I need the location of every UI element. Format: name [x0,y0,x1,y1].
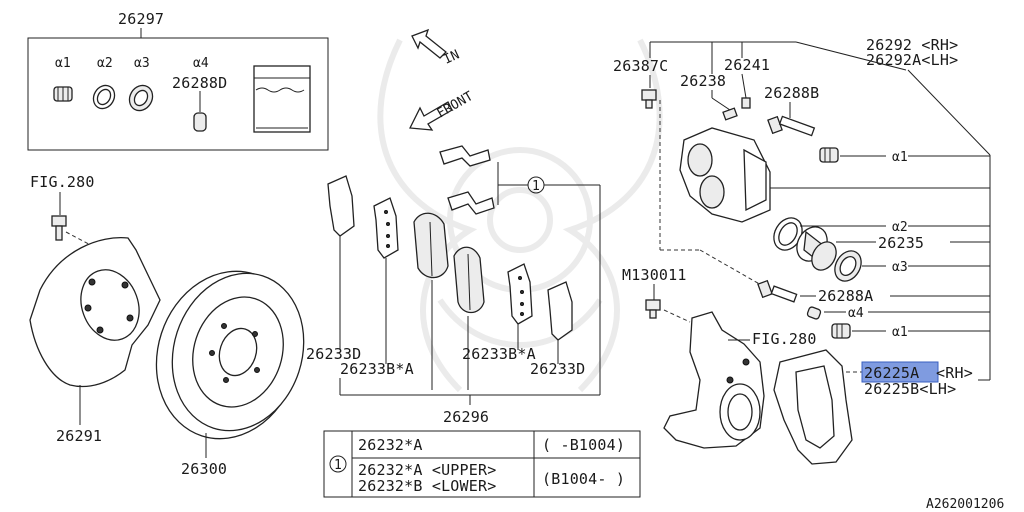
kit-a3-label: α3 [134,56,150,71]
shim-d-left-label: 26233D [306,345,361,363]
boot-a1-top-icon [819,147,839,163]
pad-table-row1-range: ( -B1004) [542,436,625,454]
rotor-label: 26300 [181,460,227,478]
kit-a4-label: α4 [193,56,209,71]
fig280-right-label: FIG.280 [752,330,817,348]
pin-a-label: 26288A [818,287,873,305]
callout-a2: α2 [892,220,908,235]
kit-a1-label: α1 [55,56,71,71]
in-arrow-label: IN [441,47,462,67]
kit-label: 26297 [118,10,164,28]
callout-circle-1-label: 1 [532,179,540,194]
bolt-label: M130011 [622,266,687,284]
pin-a-icon [757,279,798,303]
kit-a2-label: α2 [97,56,113,71]
cap-icon [722,107,738,121]
pad-clips-icon [439,145,495,215]
backing-plate-shape [29,236,161,388]
kit-boot-icon [53,86,73,102]
piston-label: 26235 [878,234,924,252]
screw-label: 26241 [724,56,770,74]
seal-ring-icon [773,217,803,251]
pad-table-row2-range: (B1004- ) [542,470,625,488]
grease-packet-icon [253,65,311,133]
front-arrow-icon: FRONT [408,89,477,131]
callout-a1-bottom: α1 [892,325,908,340]
shim-ba-right-shape [507,263,533,325]
shim-ba-right-label: 26233B*A [462,345,536,363]
support-rh-code[interactable]: 26225A [864,364,919,382]
kit-box: 26297 α1 α2 α3 α4 26288D [27,10,329,151]
fig280-left-label: FIG.280 [30,173,95,191]
pin-b-label: 26288B [764,84,819,102]
pad-table-row2-upper: 26232*A <UPPER> [358,461,496,479]
screw-icon [741,97,751,109]
front-arrow-label: FRONT [435,89,477,122]
caliper-lh-label: 26292A<LH> [866,51,958,69]
pad-table-row2-lower: 26232*B <LOWER> [358,477,496,495]
highlight-box[interactable] [861,361,939,383]
callout-a3: α3 [892,260,908,275]
in-arrow-icon: IN [411,28,462,68]
boot-a1-bottom-icon [831,323,851,339]
piston-boot-icon [834,250,862,282]
cap-label: 26238 [680,72,726,90]
kit-piston-boot-icon [128,84,154,112]
pad-table-marker: 1 [334,458,342,473]
brake-pad-right-shape [453,246,485,314]
shim-ba-left-label: 26233B*A [340,360,414,378]
kit-seal-ring-icon [92,84,116,110]
diagram-id: A262001206 [926,497,1004,512]
shim-ba-left-shape [373,197,399,259]
pad-table: 1 26232*A ( -B1004) 26232*A <UPPER> 2623… [323,430,641,498]
pin-a4-icon [806,306,822,320]
bleeder-label: 26387C [613,57,668,75]
support-rh-side: <RH> [936,364,973,382]
support-bolt-icon [645,299,661,319]
brake-pad-left-shape [413,212,449,279]
callout-a4: α4 [848,306,864,321]
caliper-support-shape [773,349,853,465]
shim-d-left-shape [327,175,355,237]
shim-d-right-label: 26233D [530,360,585,378]
backing-plate-bolt-icon [51,215,101,251]
shim-d-right-shape [547,281,573,341]
caliper-body-shape [679,127,771,223]
support-lh-label: 26225B<LH> [864,380,956,398]
bleeder-screw-icon [641,89,657,109]
caliper-rh-label: 26292 <RH> [866,36,958,54]
steering-knuckle-shape [663,311,765,449]
pad-table-row1-part: 26232*A [358,436,423,454]
pad-set-label: 26296 [443,408,489,426]
piston-icon [796,226,837,271]
callout-a1-top: α1 [892,150,908,165]
brake-rotor-shape [155,270,305,440]
backing-plate-label: 26291 [56,427,102,445]
kit-pin-label: 26288D [172,74,227,92]
kit-pin-icon [193,112,207,132]
pin-b-icon [767,115,816,137]
